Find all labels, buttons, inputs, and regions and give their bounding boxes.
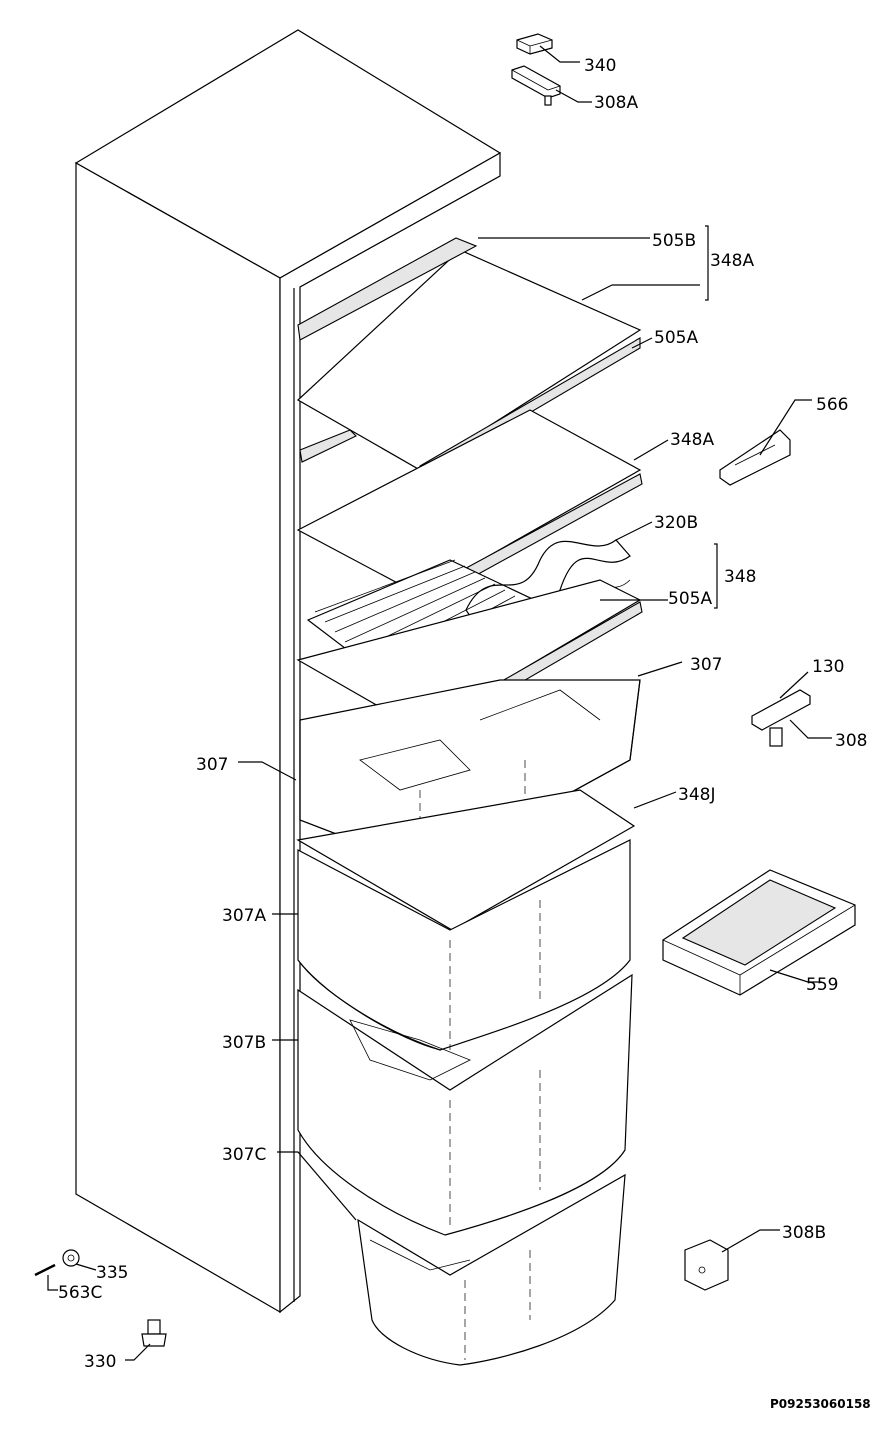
label-320b: 320B	[654, 513, 698, 533]
top-glass-shelf	[296, 237, 642, 477]
callout-labels: 340 308A 505B 348A 505A 566 348A 320B 34…	[58, 56, 871, 1411]
door-hinge-part	[751, 689, 811, 747]
label-335: 335	[96, 1263, 128, 1283]
label-348j: 348J	[678, 785, 715, 805]
label-130: 130	[812, 657, 844, 677]
label-348: 348	[724, 567, 756, 587]
fridge-cabinet	[74, 29, 502, 1314]
label-348a-middle: 348A	[670, 430, 714, 450]
cap-part	[62, 1249, 80, 1267]
foot-part	[141, 1319, 167, 1347]
drawer-307b	[297, 973, 633, 1236]
drawing-code: P09253060158	[770, 1397, 871, 1411]
label-308: 308	[835, 731, 867, 751]
ice-tray-part	[662, 869, 856, 996]
top-hinge-part	[511, 65, 561, 106]
label-307b: 307B	[222, 1033, 266, 1053]
drawer-cover-glass	[296, 789, 636, 931]
drawer-307a	[297, 839, 631, 1051]
label-505a-lower: 505A	[668, 589, 712, 609]
label-566: 566	[816, 395, 848, 415]
label-505b: 505B	[652, 231, 696, 251]
label-505a-upper: 505A	[654, 328, 698, 348]
pin-part	[34, 1263, 56, 1277]
label-308a: 308A	[594, 93, 638, 113]
label-307a: 307A	[222, 906, 266, 926]
bottom-hinge-part	[684, 1239, 729, 1291]
label-308b: 308B	[782, 1223, 826, 1243]
label-330: 330	[84, 1352, 116, 1372]
label-307c: 307C	[222, 1145, 266, 1165]
label-307-left: 307	[196, 755, 228, 775]
shelf-support-part	[719, 429, 791, 486]
label-563c: 563C	[58, 1283, 102, 1303]
label-340: 340	[584, 56, 616, 76]
leader-lines	[47, 45, 832, 1361]
label-348a-top: 348A	[710, 251, 754, 271]
label-307-right: 307	[690, 655, 722, 675]
label-559: 559	[806, 975, 838, 995]
wire-shelf-and-bottle-rack	[296, 539, 643, 741]
drawer-307c	[357, 1173, 626, 1366]
